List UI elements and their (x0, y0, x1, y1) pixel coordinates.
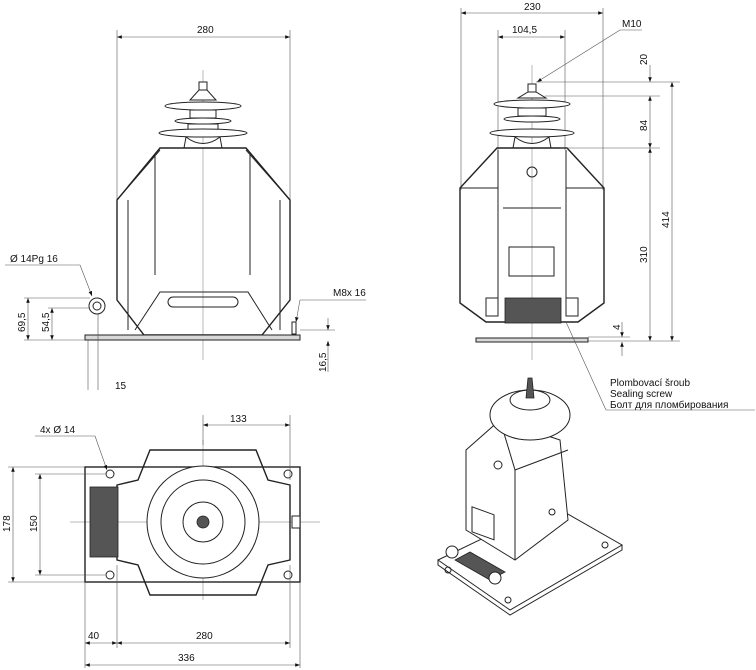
gland-label: Ø 14Pg 16 (10, 254, 58, 265)
sealing-label-en: Sealing screw (610, 389, 673, 400)
base-plate (84, 334, 301, 341)
dim-133: 133 (230, 414, 247, 425)
side-view: 230 104,5 M10 20 (459, 2, 755, 411)
dim-20: 20 (639, 53, 650, 65)
dim-40: 40 (88, 631, 100, 642)
inner-width-dim: 104,5 (512, 25, 537, 36)
terminal-block (504, 297, 562, 324)
side-insulator (489, 83, 575, 149)
dim-280: 280 (196, 631, 213, 642)
side-housing (459, 147, 605, 323)
holes-label: 4x Ø 14 (40, 425, 75, 436)
dim-178: 178 (2, 515, 13, 532)
nameplate-slot (167, 296, 239, 308)
dim-16-5: 16,5 (318, 352, 329, 372)
width-dimension: 280 (197, 25, 214, 36)
dim-336: 336 (178, 653, 195, 664)
dim-15: 15 (115, 381, 127, 392)
cable-gland (88, 297, 106, 315)
dim-84: 84 (639, 119, 650, 131)
insulator (158, 81, 248, 149)
bolt-label: M8x 16 (333, 288, 366, 299)
terminal-label: M10 (622, 19, 642, 30)
front-view: 280 Ø 14Pg 16 69,5 54,5 (5, 25, 366, 392)
sealing-label-ru: Болт для пломбирования (610, 399, 728, 411)
sealing-label-cz: Plombovací šroub (610, 378, 690, 389)
top-view: 133 4x Ø 14 178 150 40 280 336 (2, 414, 320, 668)
top-housing (116, 449, 291, 596)
dim-54-5: 54,5 (41, 312, 52, 332)
isometric-view (437, 377, 624, 616)
dim-310: 310 (639, 246, 650, 263)
dim-4: 4 (612, 324, 623, 330)
dim-414: 414 (661, 211, 672, 228)
logo-mark (526, 166, 538, 178)
earth-bolt (291, 321, 297, 335)
side-width-dim: 230 (524, 2, 541, 13)
top-terminal-block (89, 486, 119, 558)
dim-150: 150 (29, 515, 40, 532)
dim-69-5: 69,5 (17, 312, 28, 332)
side-nameplate (508, 246, 555, 277)
side-base-plate (475, 337, 589, 343)
